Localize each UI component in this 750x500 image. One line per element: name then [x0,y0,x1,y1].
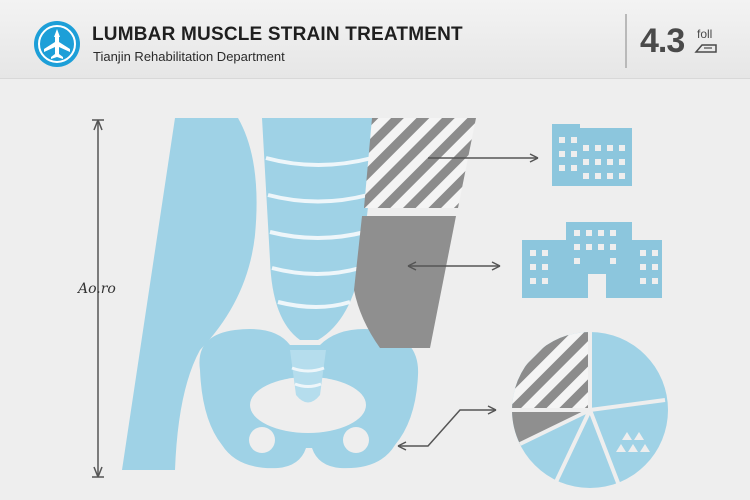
cursor-tag-icon [694,44,717,53]
page-subtitle: Tianjin Rehabilitation Department [93,49,285,64]
strain-zone-striped [364,118,476,208]
lumbar-spine [262,118,378,340]
header: LUMBAR MUSCLE STRAIN TREATMENT Tianjin R… [0,0,750,79]
page-title: LUMBAR MUSCLE STRAIN TREATMENT [92,24,463,45]
hospital-building-icon [552,124,632,186]
pelvis [199,329,419,469]
vertical-dimension-axis [92,119,104,478]
connector-arrows [397,153,539,451]
strain-zone-gray [354,216,456,348]
vertical-axis-label: Ao.ro [78,281,116,297]
pie-chart-icon [512,332,668,489]
muscle-panel-left [122,118,257,470]
airplane-icon [34,21,80,67]
hospital-building-icon [522,222,662,298]
header-divider [625,14,627,68]
rating-value: 4.3 [640,22,685,60]
rating-unit: foll [697,27,713,41]
